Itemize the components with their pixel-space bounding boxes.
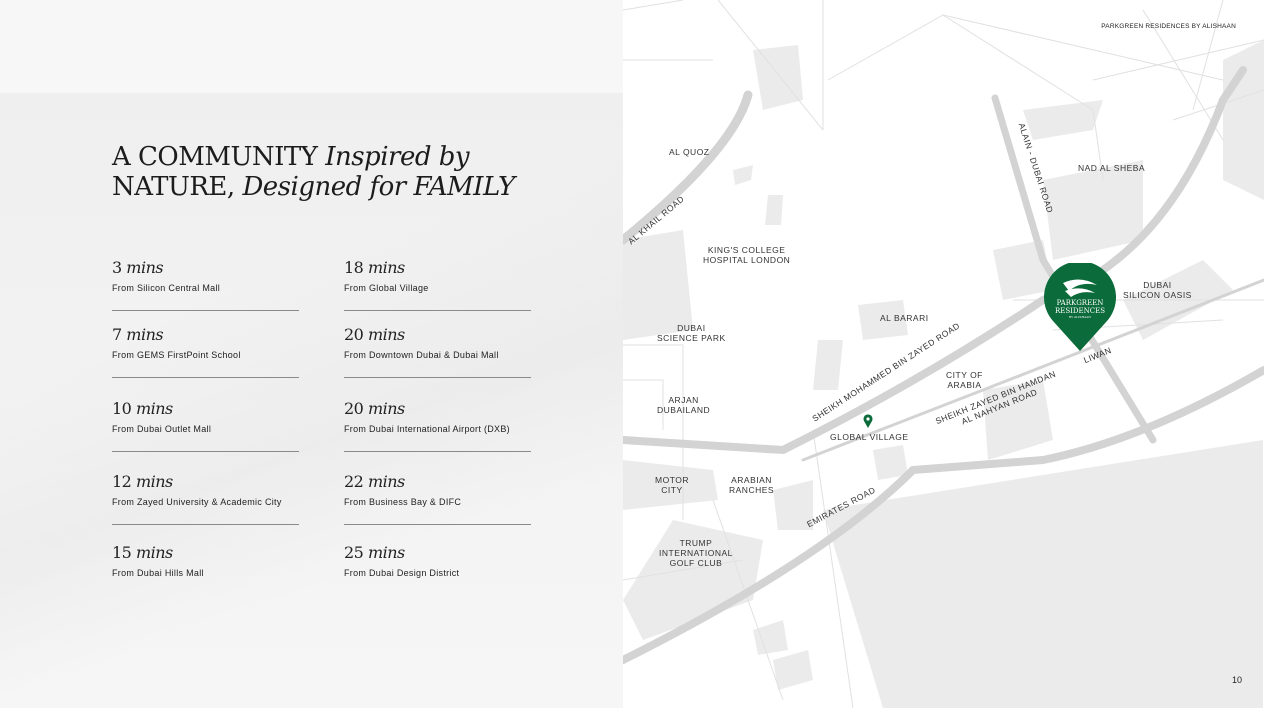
destination: From Zayed University & Academic City [112,497,282,507]
travel-time: 12 mins [112,472,173,491]
destination: From GEMS FirstPoint School [112,350,241,360]
map-label-global-village: GLOBAL VILLAGE [830,432,909,442]
destination: From Dubai International Airport (DXB) [344,424,510,434]
travel-time: 20 mins [344,399,405,418]
location-map[interactable]: PARKGREEN RESIDENCES BY ALISHAAN AL QUOZ… [623,0,1264,708]
travel-time: 22 mins [344,472,405,491]
travel-time: 25 mins [344,543,405,562]
travel-time: 7 mins [112,325,164,344]
travel-time: 3 mins [112,258,164,277]
destination: From Silicon Central Mall [112,283,221,293]
map-pin-icon [1044,263,1116,351]
page-number: 10 [1231,675,1242,685]
map-label-nad-al-sheba: NAD AL SHEBA [1078,163,1146,173]
destination: From Dubai Design District [344,568,460,578]
destination: From Global Village [344,283,429,293]
travel-time: 15 mins [112,543,173,562]
brand-header: PARKGREEN RESIDENCES BY ALISHAAN [1101,23,1236,30]
destination: From Downtown Dubai & Dubai Mall [344,350,499,360]
global-village-pin-icon [863,414,873,428]
page-title: A COMMUNITY Inspired by NATURE, Designed… [112,142,515,202]
destination: From Dubai Outlet Mall [112,424,212,434]
travel-time: 20 mins [344,325,405,344]
info-panel [0,0,623,708]
map-label-al-barari: AL BARARI [880,313,929,323]
travel-time: 18 mins [344,258,405,277]
destination: From Dubai Hills Mall [112,568,204,578]
travel-time: 10 mins [112,399,173,418]
map-label-al-quoz: AL QUOZ [669,147,710,157]
destination: From Business Bay & DIFC [344,497,462,507]
